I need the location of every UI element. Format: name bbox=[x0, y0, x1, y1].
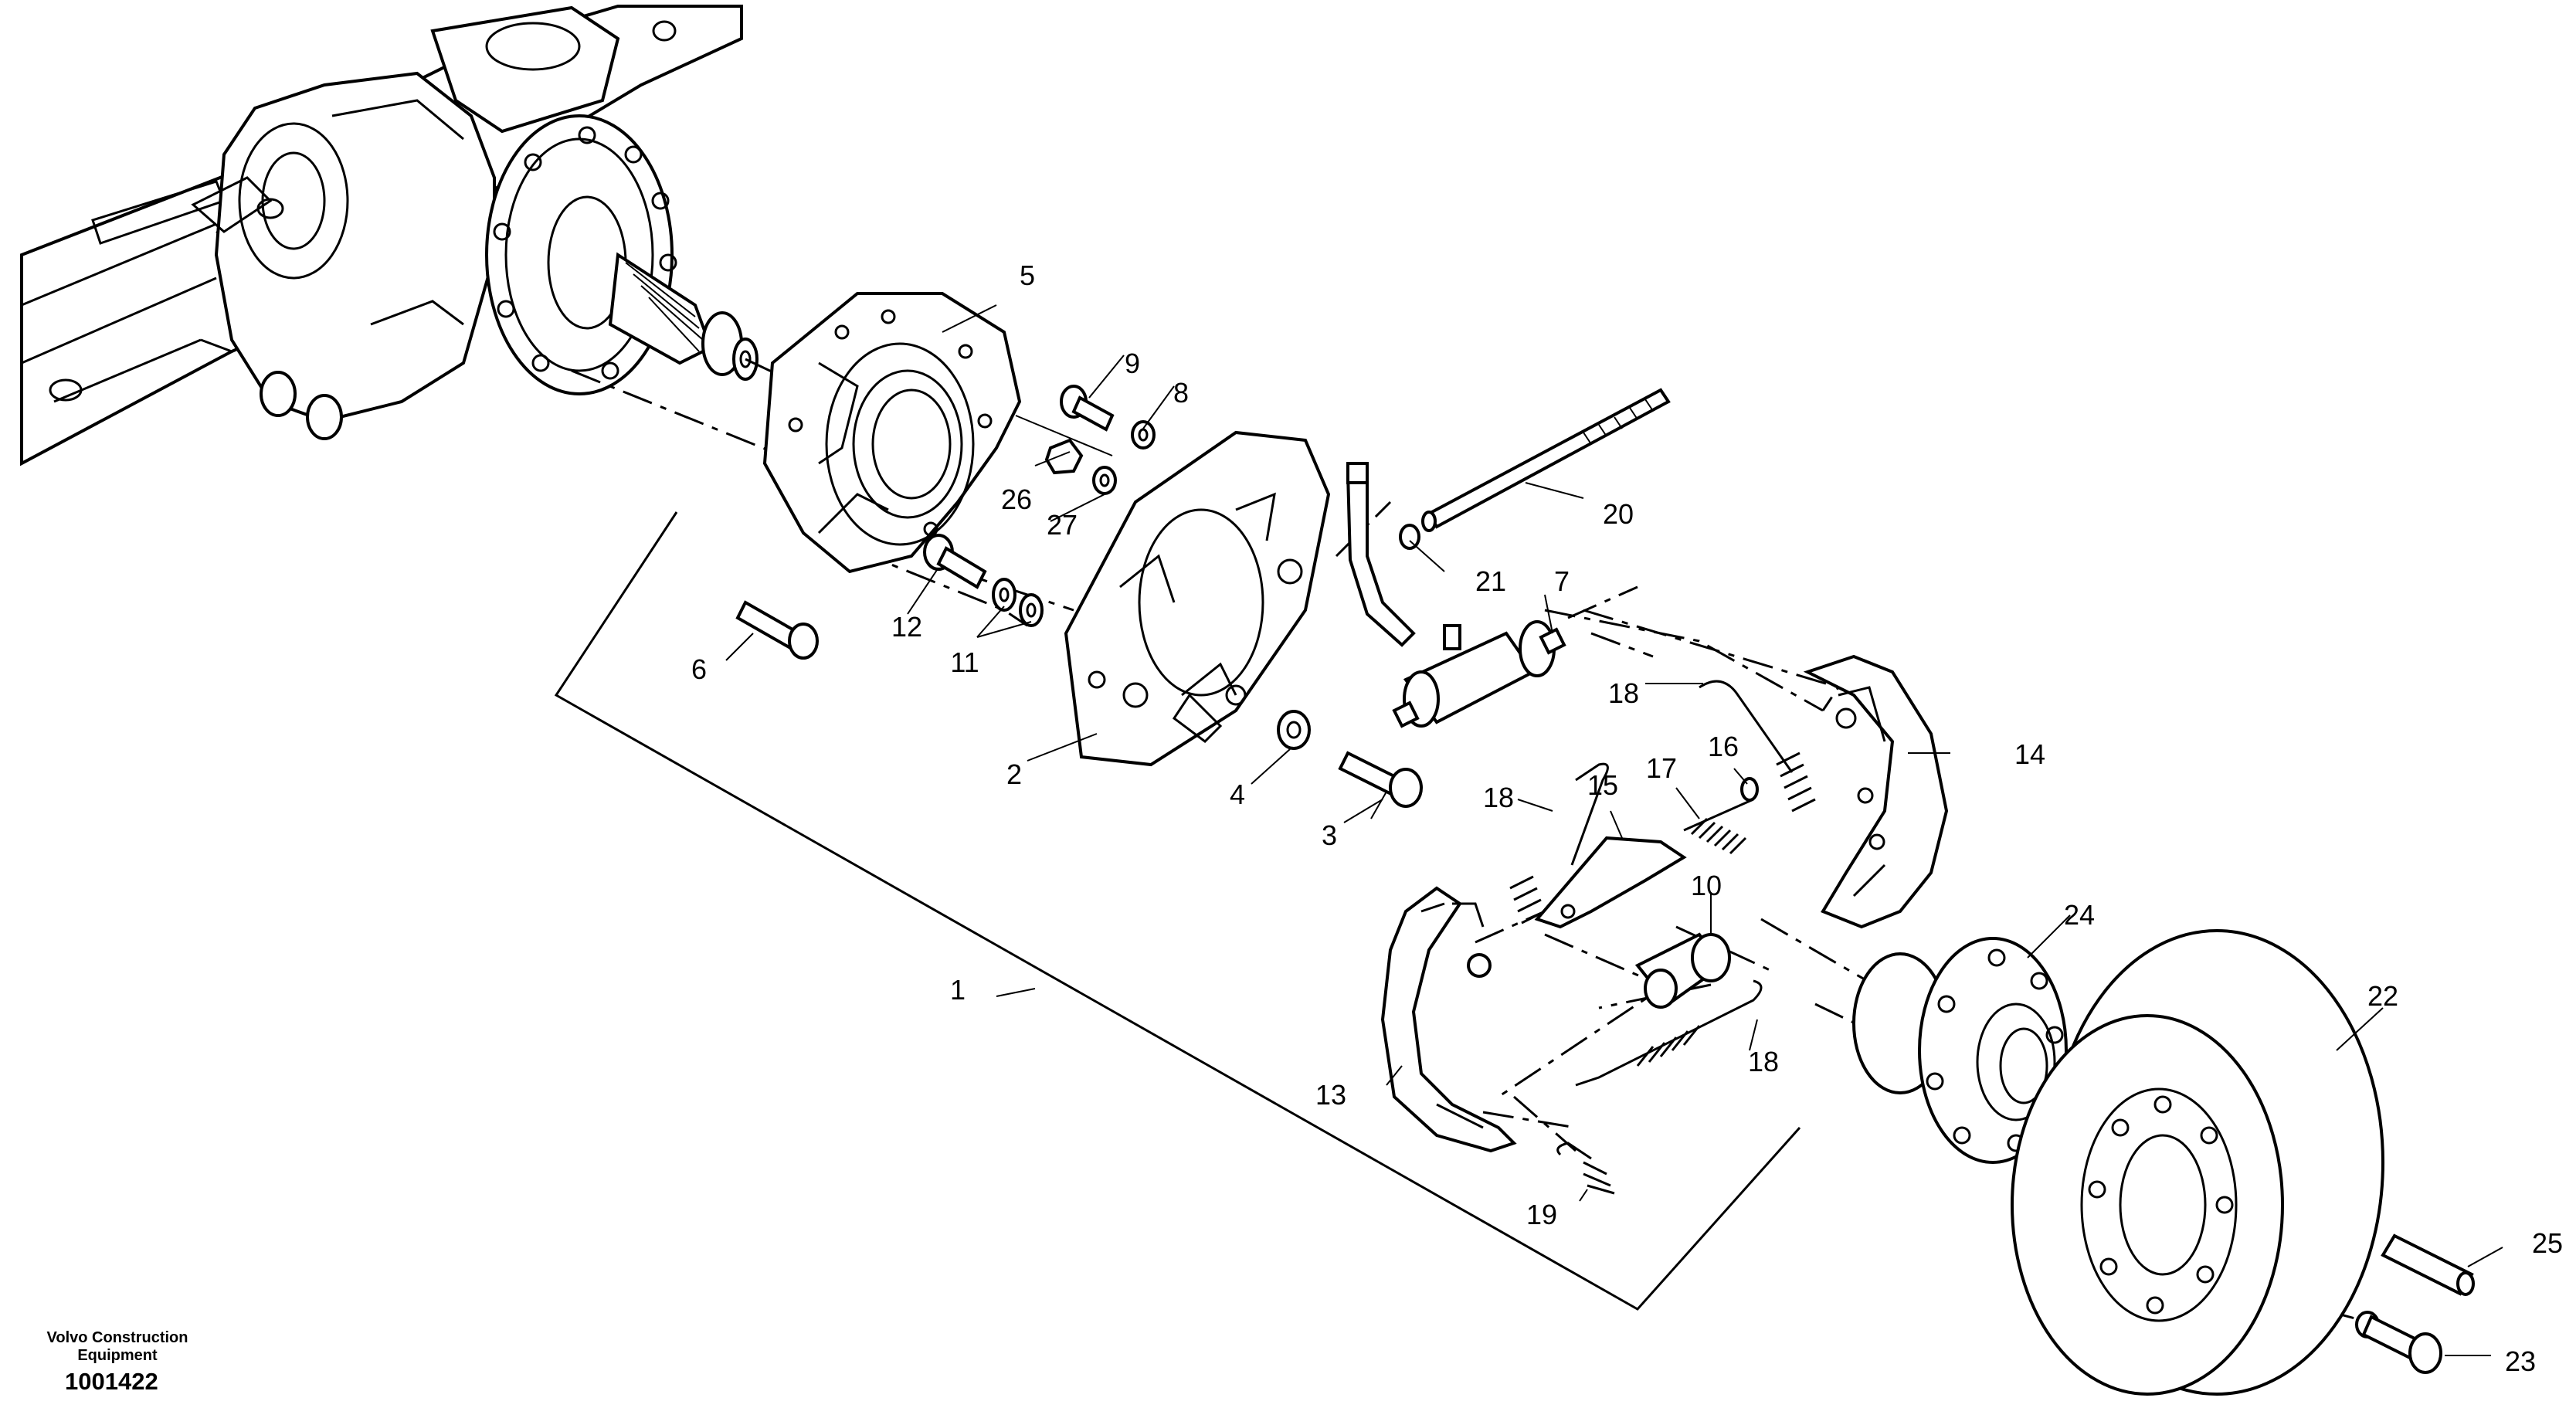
callout-5: 5 bbox=[1019, 260, 1036, 291]
kit-bracket-line bbox=[554, 511, 1801, 1311]
callout-11: 11 bbox=[950, 646, 979, 678]
part-20-spring bbox=[1556, 1142, 1615, 1195]
callout-16: 16 bbox=[1707, 731, 1739, 762]
part-11-washers bbox=[992, 578, 1044, 627]
callout-17: 17 bbox=[1645, 752, 1678, 784]
document-number: 1001422 bbox=[65, 1368, 158, 1395]
part-18-spring-upper bbox=[1699, 680, 1816, 813]
part-14-brake-shoe bbox=[1803, 654, 1949, 929]
callout-13: 13 bbox=[1315, 1079, 1347, 1111]
part-7-wheel-cylinder bbox=[1346, 462, 1566, 728]
callout-20: 19 bbox=[1526, 1199, 1558, 1230]
part-15-lever bbox=[1534, 836, 1687, 929]
callout-6: 6 bbox=[691, 653, 708, 685]
callout-18b: 18 bbox=[1482, 782, 1515, 813]
brand-block: Volvo Construction Equipment bbox=[40, 1329, 195, 1365]
brand-line-2: Equipment bbox=[77, 1347, 158, 1364]
callout-22: 21 bbox=[1475, 565, 1507, 597]
part-25-hub bbox=[1852, 937, 2068, 1164]
part-22-washer bbox=[1399, 524, 1420, 550]
callout-10: 10 bbox=[1690, 870, 1722, 901]
part-3-bolt bbox=[1338, 751, 1423, 808]
part-8-washer bbox=[1131, 420, 1156, 450]
part-23-brake-drum bbox=[2011, 929, 2384, 1396]
callout-24: 23 bbox=[2504, 1345, 2537, 1377]
callout-3: 3 bbox=[1321, 819, 1338, 851]
leader-lines bbox=[725, 304, 2503, 1356]
part-18-spring-lower bbox=[1509, 762, 1609, 925]
part-24-bolt bbox=[2355, 1311, 2442, 1374]
callout-18a: 18 bbox=[1607, 677, 1640, 709]
axle-housing bbox=[20, 5, 759, 467]
callout-19: 18 bbox=[1747, 1046, 1780, 1077]
callout-2: 2 bbox=[1006, 758, 1023, 790]
part-9-bolt bbox=[1060, 385, 1115, 432]
callout-8: 8 bbox=[1173, 377, 1190, 409]
callout-9: 9 bbox=[1124, 348, 1141, 379]
part-26-stud bbox=[2381, 1233, 2475, 1296]
part-2-backing-plate bbox=[1064, 430, 1331, 767]
part-13-brake-shoe bbox=[1380, 886, 1517, 1153]
callout-15: 15 bbox=[1587, 769, 1619, 801]
callout-14: 14 bbox=[2014, 738, 2046, 770]
callout-26: 25 bbox=[2531, 1227, 2564, 1259]
callout-28: 27 bbox=[1046, 509, 1078, 541]
part-4-washer bbox=[1277, 710, 1311, 750]
part-21-rod bbox=[1421, 388, 1671, 532]
part-27-nut bbox=[1044, 438, 1084, 475]
part-19-spring bbox=[1575, 979, 1763, 1087]
callout-27: 26 bbox=[1000, 483, 1033, 515]
part-28-washer bbox=[1092, 466, 1117, 495]
callout-4: 4 bbox=[1229, 779, 1246, 810]
callout-23: 22 bbox=[2367, 980, 2399, 1012]
part-12-bolt bbox=[923, 534, 987, 589]
part-6-bolt bbox=[735, 600, 819, 660]
callout-1: 1 bbox=[949, 974, 966, 1006]
part-10-adjuster bbox=[1634, 932, 1731, 1009]
callout-7: 7 bbox=[1553, 565, 1570, 597]
part-17-spring bbox=[1683, 798, 1754, 855]
callout-25: 24 bbox=[2063, 899, 2096, 931]
callout-21: 20 bbox=[1602, 498, 1634, 530]
brand-line-1: Volvo Construction bbox=[46, 1329, 188, 1346]
callout-12: 12 bbox=[891, 611, 923, 643]
part-5-spindle-flange bbox=[762, 292, 1022, 574]
part-16-clip bbox=[1740, 777, 1759, 802]
